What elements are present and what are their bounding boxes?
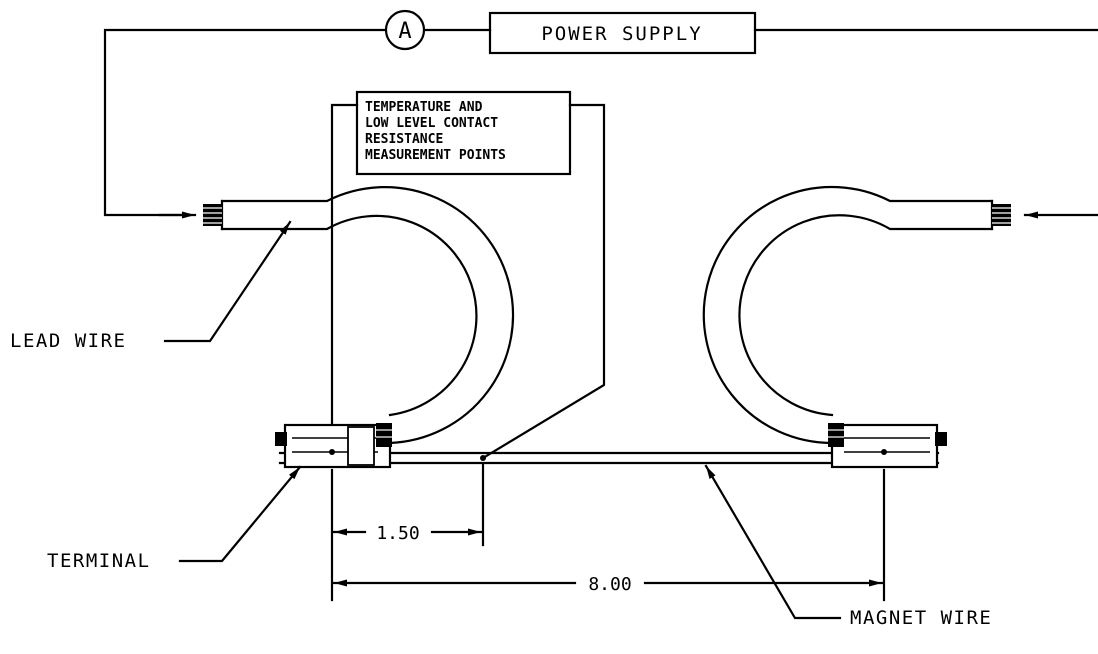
power-supply-label: POWER SUPPLY [541,23,702,45]
right-lead-wire [702,185,1011,445]
terminal-label: TERMINAL [47,550,151,572]
dimension-short-label: 1.50 [376,523,419,544]
terminal-callout: TERMINAL [47,465,302,572]
circuit-wiring [103,28,1098,219]
lead-wire-label: LEAD WIRE [10,330,126,352]
measurement-box-line-2: LOW LEVEL CONTACT [365,116,498,131]
magnet-wire-label: MAGNET WIRE [850,607,992,629]
ammeter-symbol: A [384,9,426,51]
measurement-leaders [330,103,606,460]
right-measurement-point [881,449,887,455]
ammeter-label: A [398,19,411,44]
dimension-short: 1.50 [330,463,485,602]
mid-measurement-point [480,455,486,461]
left-lead-wire [203,186,515,445]
measurement-points-box: TEMPERATURE AND LOW LEVEL CONTACT RESIST… [355,90,572,176]
dimension-long: 8.00 [332,468,886,602]
power-supply-box: POWER SUPPLY [488,11,757,55]
right-terminal [828,423,947,469]
left-measurement-point [329,449,335,455]
measurement-box-line-3: RESISTANCE [365,132,443,147]
magnet-wire-callout: MAGNET WIRE [704,464,992,629]
measurement-box-line-1: TEMPERATURE AND [365,100,483,115]
measurement-box-line-4: MEASUREMENT POINTS [365,148,506,163]
left-terminal [275,423,392,469]
lead-wire-callout: LEAD WIRE [10,220,292,352]
dimension-long-label: 8.00 [588,574,631,595]
